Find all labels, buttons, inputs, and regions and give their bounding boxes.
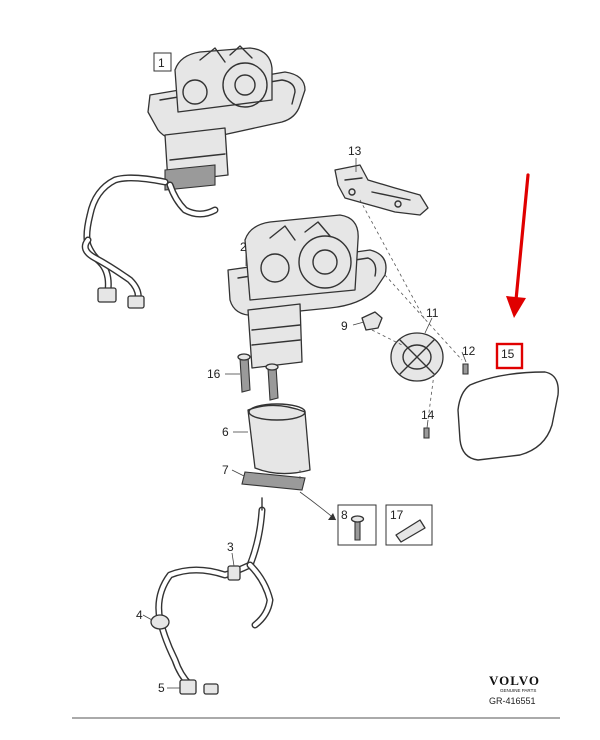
bolts-part-16 [237,353,279,401]
boxed-part-17 [385,504,433,546]
adjustment-motor-part-11 [390,332,444,382]
callout-17: 17 [390,508,404,522]
callout-14: 14 [421,408,435,422]
callout-13: 13 [348,144,362,158]
callout-labels: 1 2 3 4 5 6 7 8 9 11 12 13 14 15 16 17 [136,52,515,695]
callout-11: 11 [426,306,439,320]
drawing-reference: GR-416551 [489,696,536,706]
volvo-logo-block: VOLVO GENUINE PARTS GR-416551 [489,673,540,706]
callout-15: 15 [501,347,515,361]
callout-12: 12 [462,344,476,358]
gasket-part-7 [241,471,306,491]
screw-part-12 [462,363,469,375]
screw-part-14 [423,427,430,439]
upper-wiring-harness [81,174,219,309]
pointer-arrowhead-8 [328,513,336,520]
boxed-part-8 [337,504,377,546]
brand-tagline: GENUINE PARTS [500,688,536,693]
callout-5: 5 [158,681,165,695]
callout-1: 1 [158,56,165,70]
clip-part-9 [361,311,383,331]
highlight-box-15 [495,342,524,370]
mirror-base-assembly [227,214,387,369]
callout-8: 8 [341,508,348,522]
callout-box-1 [153,52,172,72]
bracket-part-13 [334,164,429,216]
red-arrow [506,173,530,318]
pointer-arrow-8 [299,491,337,521]
callout-7: 7 [222,463,229,477]
callout-4: 4 [136,608,143,622]
cover-part-6 [247,403,311,475]
mirror-glass-part-15 [457,371,559,461]
lower-wiring-harness [150,497,274,695]
upper-mirror-housing-assembly [147,45,306,191]
callout-2: 2 [240,240,247,254]
callout-16: 16 [207,367,221,381]
callout-9: 9 [341,319,348,333]
leader-lines [142,158,467,689]
callout-3: 3 [227,540,234,554]
brand-name: VOLVO [489,673,540,688]
callout-6: 6 [222,425,229,439]
